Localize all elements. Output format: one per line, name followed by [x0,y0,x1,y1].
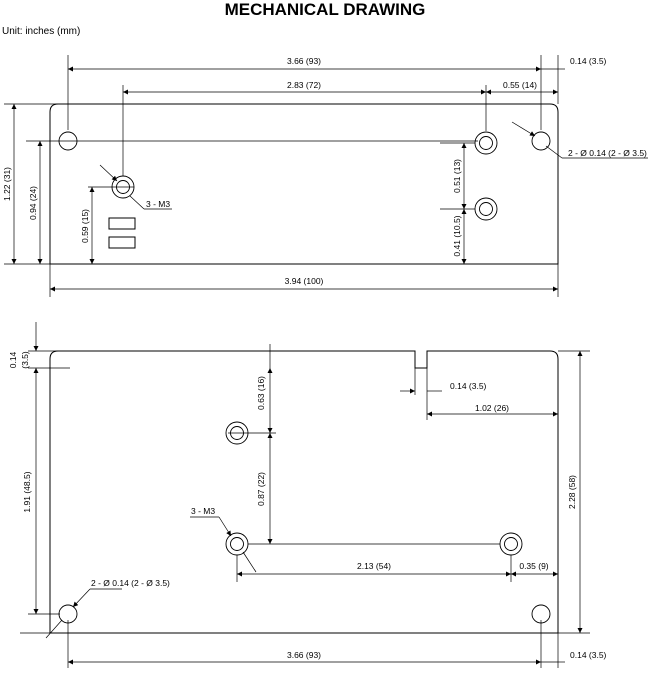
label-holes-top: 2 - Ø 0.14 (2 - Ø 3.5) [568,148,647,158]
label-2-13: 2.13 (54) [357,561,391,571]
label-0-35: 0.35 (9) [519,561,548,571]
label-1-22: 1.22 (31) [2,167,12,201]
label-0-14-bottom-right: 0.14 (3.5) [570,650,607,660]
page-title: MECHANICAL DRAWING [224,0,426,19]
label-0-41: 0.41 (10.5) [452,215,462,256]
bottom-m3-hole-lower-right [499,532,523,556]
label-0-14-notch: 0.14 (3.5) [450,381,487,391]
label-0-14-left: 0.14 [8,351,18,368]
label-1-91: 1.91 (48.5) [22,471,32,512]
label-3-66-top: 3.66 (93) [287,56,321,66]
label-m3-top: 3 - M3 [146,199,170,209]
label-m3-bottom: 3 - M3 [191,506,215,516]
bottom-board-outline [49,350,559,634]
label-1-02: 1.02 (26) [475,403,509,413]
label-0-51: 0.51 (13) [452,159,462,193]
top-connector-1 [108,217,136,230]
top-mount-hole-right [531,131,551,151]
top-view: 3.66 (93) 0.14 (3.5) 2.83 (72) 0.55 (14)… [2,55,648,297]
label-3-5-left: (3.5) [20,351,30,369]
label-0-55: 0.55 (14) [503,80,537,90]
label-0-63: 0.63 (16) [256,376,266,410]
top-connector-2 [108,236,136,249]
bottom-view: 0.14 (3.5) 0.63 (16) 0.14 (3.5) 1.02 (26… [8,322,607,668]
label-2-28: 2.28 (58) [567,475,577,509]
label-0-59: 0.59 (15) [80,209,90,243]
label-0-94: 0.94 (24) [28,186,38,220]
label-0-87: 0.87 (22) [256,472,266,506]
label-3-66-bottom: 3.66 (93) [287,650,321,660]
bottom-m3-hole-lower-left [225,532,249,556]
top-m3-hole-right-lower [474,197,498,221]
label-3-94: 3.94 (100) [285,276,324,286]
label-0-14-top-right: 0.14 (3.5) [570,56,607,66]
top-m3-hole-right-upper [474,131,498,155]
unit-label: Unit: inches (mm) [2,26,81,37]
label-holes-bottom: 2 - Ø 0.14 (2 - Ø 3.5) [91,578,170,588]
label-2-83: 2.83 (72) [287,80,321,90]
